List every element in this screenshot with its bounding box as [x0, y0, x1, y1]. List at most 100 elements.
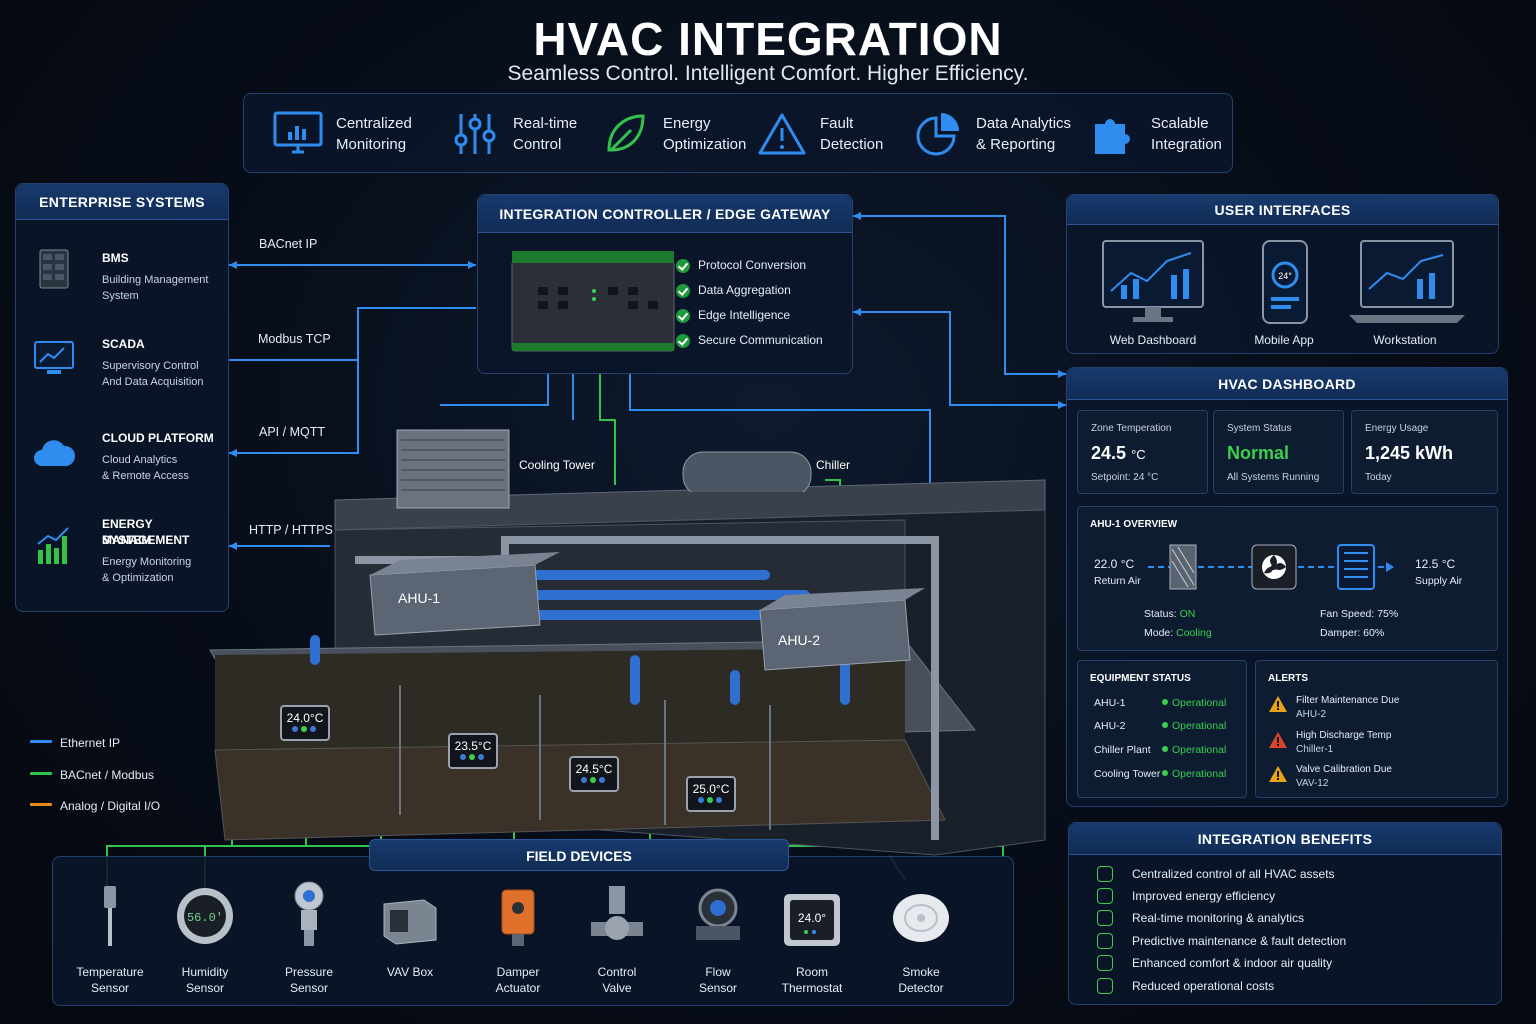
ahu-mode-label: Mode: — [1144, 627, 1174, 639]
user-interfaces-panel: USER INTERFACES 24° Web Dashboard Mobile… — [1066, 194, 1499, 354]
kpi-label: Zone Temperation — [1091, 423, 1172, 434]
legend-analog-digital: Analog / Digital I/O — [30, 799, 160, 813]
benefit-icon — [1097, 933, 1113, 949]
device-label-line1: Smoke — [902, 965, 940, 979]
equipment-name: Cooling Tower — [1094, 768, 1161, 780]
alert-critical-icon — [1269, 732, 1287, 748]
kpi-zone-temperature[interactable]: Zone Temperation 24.5 °C Setpoint: 24 °C — [1077, 410, 1208, 494]
kpi-system-status[interactable]: System Status Normal All Systems Running — [1213, 410, 1344, 494]
feature-label-line1: Centralized — [336, 115, 412, 132]
equipment-status-card[interactable]: EQUIPMENT STATUS AHU-1 Operational AHU-2… — [1077, 660, 1247, 798]
monitor-chart-icon — [273, 111, 323, 154]
enterprise-item-name: SCADA — [102, 337, 145, 351]
ahu-return-label: Return Air — [1094, 575, 1141, 587]
control-valve-icon — [591, 886, 643, 940]
edge-gateway-device-icon — [511, 251, 675, 352]
room-thermostat-display[interactable]: 24.0°C — [280, 705, 330, 741]
ui-label-workstation: Workstation — [1373, 333, 1437, 347]
device-label-line2: Sensor — [289, 981, 329, 995]
feature-label-line1: Real-time — [513, 115, 578, 132]
feature-label-line1: Fault — [820, 115, 854, 132]
smoke-detector-icon — [893, 894, 949, 942]
cloud-icon — [34, 440, 76, 466]
check-icon — [676, 334, 690, 348]
kpi-label: Energy Usage — [1365, 423, 1429, 434]
mobile-app-phone-icon[interactable]: 24° — [1261, 239, 1309, 325]
room-thermostat-icon: 24.0° — [784, 894, 840, 946]
ahu-status: Status: ON — [1144, 608, 1195, 620]
benefit-icon — [1097, 910, 1113, 926]
legend-label: Analog / Digital I/O — [60, 799, 161, 813]
enterprise-item-scada[interactable]: SCADA Supervisory Control And Data Acqui… — [32, 332, 228, 392]
enterprise-item-desc2: & Optimization — [102, 572, 174, 584]
benefit-item: Predictive maintenance & fault detection — [1097, 932, 1497, 952]
gateway-feature: Protocol Conversion — [676, 258, 806, 273]
feature-label-line2: Control — [513, 136, 562, 153]
ahu2-label: AHU-2 — [778, 632, 821, 648]
kpi-number: 24.5 — [1091, 443, 1127, 463]
enterprise-item-name: BMS — [102, 251, 129, 265]
workstation-laptop-icon[interactable] — [1347, 239, 1467, 325]
equipment-status-text: Operational — [1172, 768, 1227, 780]
protocol-label-http: HTTP / HTTPS — [249, 523, 333, 537]
benefit-text: Predictive maintenance & fault detection — [1132, 934, 1347, 948]
enterprise-systems-panel: ENTERPRISE SYSTEMS BMS Building Manageme… — [15, 183, 229, 612]
alert-source: AHU-2 — [1296, 709, 1327, 720]
enterprise-item-name-line2: SYSTEM — [102, 533, 152, 547]
alert-title: High Discharge Temp — [1296, 730, 1392, 741]
leaf-icon — [607, 114, 645, 152]
integration-benefits-panel: INTEGRATION BENEFITS Centralized control… — [1068, 822, 1502, 1005]
pie-chart-icon — [916, 113, 959, 156]
kpi-subtext: Setpoint: 24 °C — [1091, 472, 1159, 483]
gateway-feature-label: Data Aggregation — [698, 283, 791, 297]
benefit-text: Centralized control of all HVAC assets — [1132, 867, 1335, 881]
legend-label: BACnet / Modbus — [60, 768, 155, 782]
kpi-energy-usage[interactable]: Energy Usage 1,245 kWh Today — [1351, 410, 1498, 494]
flow-meter-icon — [696, 888, 740, 940]
temperature-probe-icon — [104, 886, 116, 946]
enterprise-item-bms[interactable]: BMS Building Management System — [32, 242, 228, 302]
feature-label-line2: Optimization — [663, 136, 747, 153]
legend-ethernet-ip: Ethernet IP — [30, 736, 120, 750]
feature-label-line1: Scalable — [1151, 115, 1209, 132]
ahu-mode-value: Cooling — [1176, 627, 1212, 639]
feature-label-line2: & Reporting — [976, 136, 1056, 153]
vav-box-icon — [383, 899, 437, 945]
enterprise-systems-title: ENTERPRISE SYSTEMS — [16, 184, 228, 220]
benefit-text: Enhanced comfort & indoor air quality — [1132, 956, 1333, 970]
device-label-line2: Actuator — [495, 981, 541, 995]
protocol-label-bacnet-ip: BACnet IP — [259, 237, 318, 251]
enterprise-item-cloud[interactable]: CLOUD PLATFORM Cloud Analytics & Remote … — [32, 426, 228, 486]
alerts-card[interactable]: ALERTS Filter Maintenance Due AHU-2 High… — [1255, 660, 1498, 798]
enterprise-item-desc: Building Management System — [102, 274, 209, 302]
equipment-name: AHU-2 — [1094, 720, 1126, 732]
benefit-icon — [1097, 955, 1113, 971]
room-thermostat-display[interactable]: 25.0°C — [686, 776, 736, 812]
feature-label-line1: Energy — [663, 115, 711, 132]
ahu-overview-card[interactable]: AHU-1 OVERVIEW 22.0 °C Return Air 12.5 °… — [1077, 506, 1498, 651]
server-rack-icon — [39, 249, 69, 289]
ahu-flow-diagram — [1148, 544, 1394, 590]
thermostat-reading: 24.0°C — [286, 711, 324, 725]
mobile-app-readout: 24° — [1278, 271, 1292, 281]
enterprise-item-desc: Cloud Analytics — [102, 454, 178, 466]
alert-source: VAV-12 — [1296, 778, 1329, 789]
equipment-status: Operational — [1162, 768, 1226, 780]
enterprise-item-name: ENERGY MANAGEMENT — [102, 517, 190, 547]
room-thermostat-display[interactable]: 23.5°C — [448, 733, 498, 769]
enterprise-item-desc2: & Remote Access — [102, 470, 189, 482]
equipment-status: Operational — [1162, 697, 1226, 709]
kpi-value: Normal — [1227, 443, 1290, 463]
legend-label: Ethernet IP — [60, 736, 121, 750]
humidity-readout: 56.0' — [187, 911, 223, 925]
room-thermostat-display[interactable]: 24.5°C — [569, 756, 619, 792]
device-label-line1: Flow — [705, 965, 731, 979]
web-dashboard-monitor-icon[interactable] — [1101, 239, 1205, 325]
check-icon — [676, 259, 690, 273]
enterprise-item-ems[interactable]: ENERGY MANAGEMENT SYSTEM Energy Monitori… — [32, 514, 228, 590]
device-label-line2: Sensor — [185, 981, 225, 995]
integration-benefits-title: INTEGRATION BENEFITS — [1069, 823, 1501, 855]
